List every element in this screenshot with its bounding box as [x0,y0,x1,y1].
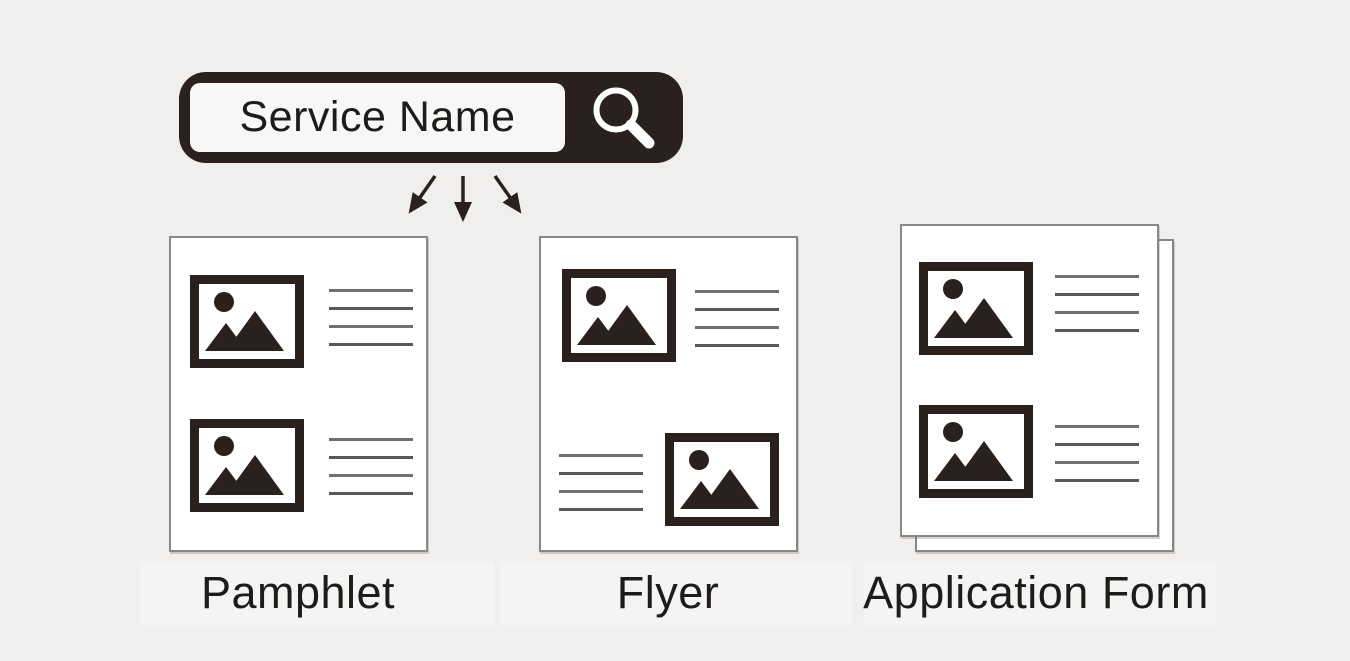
arrow-down-icon [452,174,474,224]
document-label-flyer: Flyer [616,567,720,618]
search-input-value: Service Name [239,93,516,141]
document-label-application-form: Application Form [863,567,1209,618]
label-strip [864,561,1216,625]
pamphlet-page [169,236,428,552]
application-form-page [900,224,1159,537]
label-strip [500,561,852,625]
image-placeholder-icon [919,405,1033,498]
image-placeholder-icon [665,433,779,526]
label-strip [140,561,495,625]
text-lines [329,438,413,495]
document-label-pamphlet: Pamphlet [200,567,396,618]
text-lines [559,454,643,511]
image-placeholder-icon [190,419,304,512]
text-lines [695,290,779,347]
image-placeholder-icon [562,269,676,362]
flyer-page [539,236,798,552]
text-lines [329,289,413,346]
search-input[interactable]: Service Name [190,83,565,152]
search-icon [593,87,654,148]
text-lines [1055,275,1139,332]
image-placeholder-icon [919,262,1033,355]
service-search-bar[interactable]: Service Name [179,72,683,163]
image-placeholder-icon [190,275,304,368]
arrow-down-right-icon [485,170,531,221]
text-lines [1055,425,1139,482]
search-button[interactable] [566,72,683,163]
arrow-down-left-icon [399,170,445,221]
fanout-arrows [399,170,531,224]
